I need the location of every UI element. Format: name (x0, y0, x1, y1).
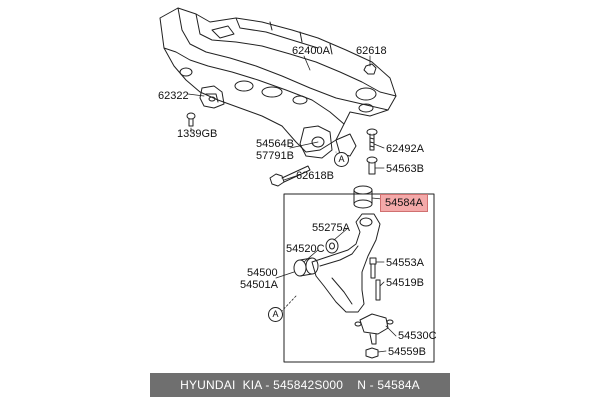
nut-54559B (365, 347, 379, 359)
label-54500: 54500 (247, 267, 278, 279)
bolt-1339GB (186, 112, 196, 127)
label-54584A-highlighted: 54584A (380, 194, 428, 212)
footer-reference-number: N - 54584A (357, 378, 420, 392)
bolt-54563B (366, 156, 378, 175)
label-54519B: 54519B (386, 277, 424, 289)
footer-part-banner: HYUNDAI KIA - 545842S000 N - 54584A (150, 373, 450, 397)
bolt-62492A (366, 128, 378, 151)
label-54553A: 54553A (386, 257, 424, 269)
label-62492A: 62492A (386, 143, 424, 155)
label-57791B: 57791B (256, 150, 294, 162)
bolt-62618B (269, 165, 311, 187)
ball-joint-54530C (354, 313, 394, 345)
lower-control-arm (311, 213, 381, 313)
label-54520C: 54520C (286, 243, 325, 255)
callout-a-lower: A (268, 307, 283, 322)
bushing-54520C (293, 257, 319, 277)
label-62618B: 62618B (296, 170, 334, 182)
exploded-parts-diagram (159, 7, 435, 363)
label-54564B-57791B: 54564B 57791B (256, 138, 294, 162)
washer-55275A (325, 238, 339, 254)
label-62400A: 62400A (292, 45, 330, 57)
bolt-54553A (369, 257, 377, 279)
label-54501A: 54501A (240, 279, 278, 291)
label-62322: 62322 (158, 90, 189, 102)
label-54530C: 54530C (398, 330, 437, 342)
bracket-62322 (199, 85, 225, 109)
label-54559B: 54559B (388, 346, 426, 358)
bushing-54584A (353, 185, 373, 209)
label-1339GB: 1339GB (177, 128, 218, 140)
subframe-crossmember (159, 7, 397, 159)
label-62618: 62618 (356, 45, 387, 57)
label-55275A: 55275A (312, 222, 350, 234)
nut-62618 (363, 63, 377, 75)
label-54500-54501A: 54500 54501A (240, 267, 278, 291)
callout-a-upper: A (334, 152, 349, 167)
label-54563B: 54563B (386, 163, 424, 175)
label-54564B: 54564B (256, 138, 294, 150)
bolt-54519B (375, 279, 381, 301)
footer-brand-part-number: HYUNDAI KIA - 545842S000 (180, 378, 344, 392)
